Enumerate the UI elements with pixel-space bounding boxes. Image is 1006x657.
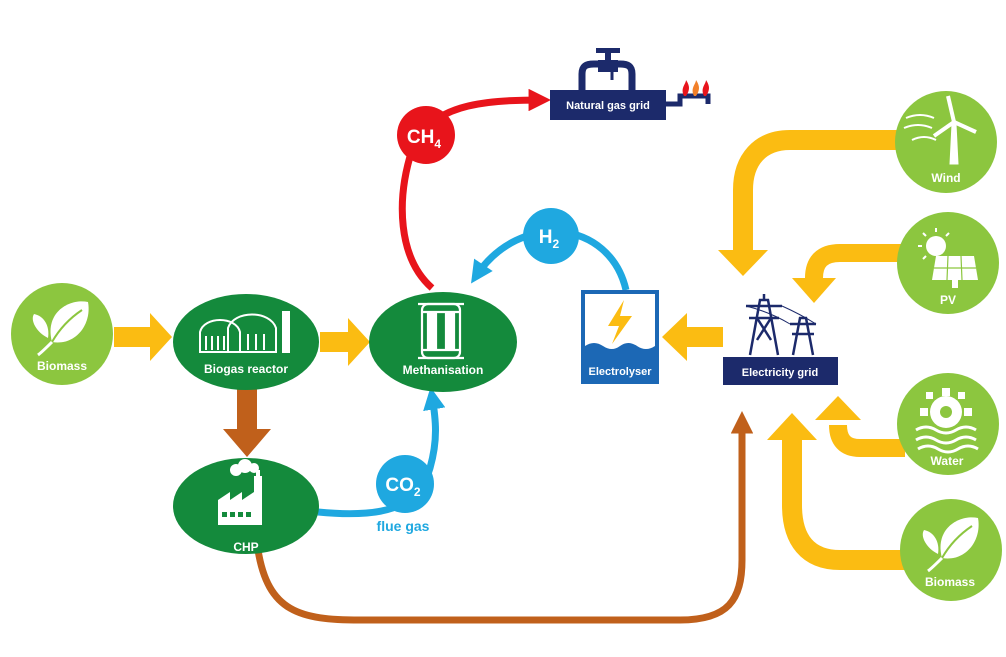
digester-icon xyxy=(199,311,290,353)
solar-panel-icon xyxy=(918,228,978,288)
chp-label: CHP xyxy=(233,540,258,554)
biogas-to-chp-arrow xyxy=(223,386,271,457)
chp-to-electricity-grid-arrow xyxy=(254,411,754,624)
biomass-to-biogas-arrow xyxy=(114,313,172,361)
natural-gas-grid-node: Natural gas grid xyxy=(550,48,711,120)
lightning-icon xyxy=(608,300,632,344)
co2-badge: CO2 xyxy=(376,455,434,513)
water-node: Water xyxy=(897,373,999,475)
pv-to-grid-arrow xyxy=(792,244,905,303)
svg-text:H2: H2 xyxy=(539,227,560,251)
biomass-left-label: Biomass xyxy=(37,359,87,373)
svg-text:CH4: CH4 xyxy=(407,127,441,151)
methanisation-node: Methanisation xyxy=(369,292,517,392)
chp-node: CHP xyxy=(173,458,319,554)
wind-to-grid-arrow xyxy=(718,130,900,276)
electricity-grid-to-electrolyser-arrow xyxy=(662,313,723,361)
water-to-grid-arrow xyxy=(815,396,905,457)
biogas-to-methanisation-arrow xyxy=(320,318,370,366)
ch4-subscript: 4 xyxy=(434,137,441,151)
natural-gas-grid-label: Natural gas grid xyxy=(566,100,650,112)
biomass-right-to-grid-arrow xyxy=(767,413,915,570)
electricity-grid-label: Electricity grid xyxy=(742,367,818,379)
electrolyser-label: Electrolyser xyxy=(589,366,653,378)
reactor-tanks-icon xyxy=(418,302,464,360)
ch4-main-text: CH xyxy=(407,127,434,148)
electricity-grid-node: Electricity grid xyxy=(723,294,838,385)
wind-turbine-icon xyxy=(903,95,977,165)
h2-main-text: H xyxy=(539,227,553,248)
biomass-right-label: Biomass xyxy=(925,575,975,589)
electrolyser-node: Electrolyser xyxy=(581,290,659,384)
water-label: Water xyxy=(931,454,964,468)
pv-node: PV xyxy=(897,212,999,314)
water-wheel-icon xyxy=(915,388,979,454)
flue-gas-label: flue gas xyxy=(377,518,430,534)
methanisation-label: Methanisation xyxy=(403,363,484,377)
biogas-reactor-label: Biogas reactor xyxy=(204,362,288,376)
biomass-left-node: Biomass xyxy=(11,283,113,385)
h2-badge: H2 xyxy=(523,208,579,264)
co2-subscript: 2 xyxy=(414,485,421,499)
biogas-reactor-node: Biogas reactor xyxy=(173,294,319,390)
wind-label: Wind xyxy=(931,171,960,185)
biomass-right-node: Biomass xyxy=(900,499,1002,601)
leaf-icon xyxy=(922,517,979,573)
ch4-badge: CH4 xyxy=(397,106,455,164)
gas-tap-icon xyxy=(578,48,711,107)
h2-subscript: 2 xyxy=(553,237,560,251)
pv-label: PV xyxy=(940,293,956,307)
co2-main-text: CO xyxy=(385,475,414,496)
leaf-icon xyxy=(32,301,89,357)
factory-icon xyxy=(218,459,262,525)
pylon-icon xyxy=(745,294,817,356)
svg-text:CO2: CO2 xyxy=(385,475,421,499)
wind-node: Wind xyxy=(895,91,997,193)
